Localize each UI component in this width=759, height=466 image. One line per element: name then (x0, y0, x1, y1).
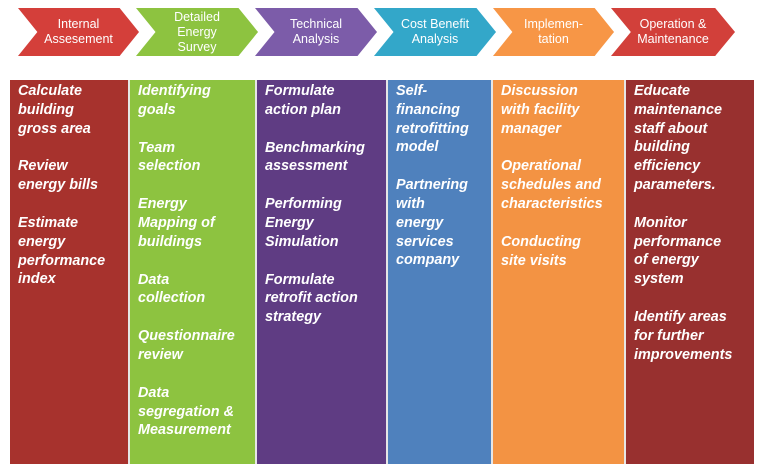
stage-label: Technical Analysis (289, 17, 343, 46)
task-item: Partnering with energy services company (396, 177, 468, 269)
implementation-column: Discussion with facility manager Operati… (493, 80, 626, 464)
task-item: Formulate action plan (265, 83, 341, 118)
stage-operation-maintenance-arrow: Operation & Maintenance (611, 8, 735, 56)
task-item: Monitor performance of energy system (634, 214, 722, 288)
task-item: Data segregation & Measurement (138, 384, 234, 439)
task-item: Formulate retrofit action strategy (265, 271, 358, 326)
stage-label: Implemen- tation (523, 17, 584, 46)
task-item: Self- financing retrofitting model (396, 83, 469, 156)
task-item: Discussion with facility manager (501, 83, 580, 137)
detailed-energy-survey-column: Identifying goals Team selection Energy … (130, 80, 257, 464)
stage-cost-benefit-analysis-arrow: Cost Benefit Analysis (374, 8, 496, 56)
stage-label: Detailed Energy Survey (174, 9, 220, 54)
task-item: Calculate building gross area (18, 83, 91, 137)
stage-technical-analysis-arrow: Technical Analysis (255, 8, 377, 56)
stage-label: Internal Assesement (44, 17, 113, 46)
task-item: Review energy bills (18, 158, 98, 194)
task-item: Conducting site visits (501, 233, 581, 269)
task-item: Energy Mapping of buildings (138, 196, 215, 250)
task-item: Identifying goals (138, 83, 211, 118)
stage-detailed-energy-survey-arrow: Detailed Energy Survey (136, 8, 258, 56)
internal-assessment-column: Calculate building gross area Review ene… (10, 80, 130, 464)
task-item: Benchmarking assessment (265, 139, 365, 175)
operation-maintenance-column: Educate maintenance staff about building… (626, 80, 754, 464)
technical-analysis-column: Formulate action plan Benchmarking asses… (257, 80, 388, 464)
stage-label: Cost Benefit Analysis (400, 17, 470, 46)
task-item: Questionnaire review (138, 328, 235, 363)
task-item: Identify areas for further improvements (634, 308, 733, 363)
stage-label: Operation & Maintenance (637, 17, 709, 46)
task-item: Performing Energy Simulation (265, 196, 342, 250)
stage-internal-assessment-arrow: Internal Assesement (18, 8, 139, 56)
task-item: Team selection (138, 139, 201, 175)
stage-detail-columns: Calculate building gross area Review ene… (0, 80, 759, 464)
task-item: Educate maintenance staff about building… (634, 83, 722, 193)
task-item: Data collection (138, 271, 206, 307)
cost-benefit-analysis-column: Self- financing retrofitting model Partn… (388, 80, 493, 464)
task-item: Estimate energy performance index (18, 214, 106, 288)
stage-arrow-row: Internal Assesement Detailed Energy Surv… (0, 0, 759, 62)
stage-implementation-arrow: Implemen- tation (493, 8, 614, 56)
task-item: Operational schedules and characteristic… (501, 158, 603, 212)
